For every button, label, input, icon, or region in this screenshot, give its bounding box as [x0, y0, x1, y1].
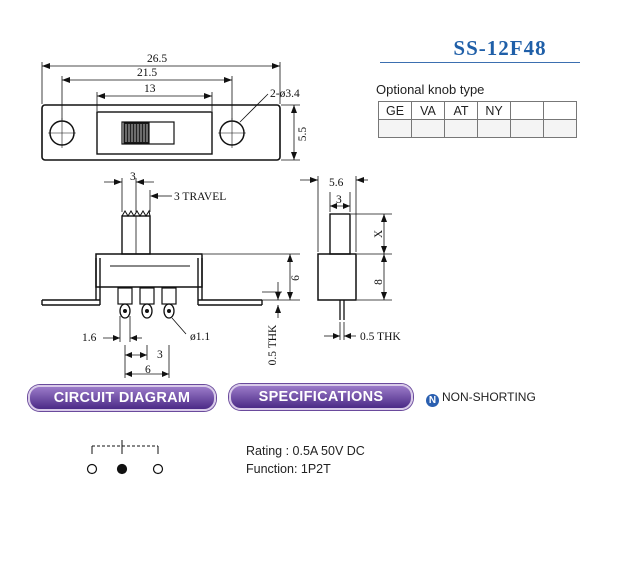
circuit-terminal — [86, 463, 98, 475]
knob-cell-empty — [543, 119, 577, 138]
knob-cell-empty — [510, 119, 544, 138]
circuit-terminals — [86, 463, 164, 475]
dim-mount-holes: 2-ø3.4 — [270, 88, 300, 100]
dim-actuator-width: 3 — [130, 171, 136, 183]
dim-overall-length: 26.5 — [147, 53, 167, 65]
knob-cell: VA — [411, 101, 445, 120]
spec-function: Function: 1P2T — [246, 462, 331, 476]
knob-cell-empty — [378, 119, 412, 138]
pin-left — [119, 303, 131, 319]
top-view-plate — [41, 104, 281, 161]
top-view-knob — [123, 122, 150, 144]
circuit-terminal — [152, 463, 164, 475]
dim-pin-pitch: 3 — [157, 349, 163, 361]
knob-cell: NY — [477, 101, 511, 120]
dim-height: 5.5 — [297, 127, 309, 142]
spec-list: Rating : 0.5A 50V DC Function: 1P2T — [246, 442, 365, 478]
title-rule — [380, 62, 580, 63]
dim-hole-pitch: 21.5 — [137, 67, 157, 79]
n-badge-icon: N — [426, 394, 439, 407]
knob-cell — [510, 101, 544, 120]
knob-type-label: Optional knob type — [376, 82, 485, 97]
front-view-body — [95, 253, 203, 288]
spec-rating: Rating : 0.5A 50V DC — [246, 444, 365, 458]
model-title: SS-12F48 — [453, 36, 547, 60]
dim-thk-side: 0.5 THK — [267, 324, 279, 365]
dim-thk-front: 0.5 THK — [360, 331, 401, 343]
dim-side-body: 8 — [373, 279, 385, 285]
pin-center — [141, 303, 153, 319]
specifications-heading: SPECIFICATIONS — [229, 384, 413, 410]
dim-pin-hole: ø1.1 — [190, 331, 210, 343]
knob-cell-empty — [444, 119, 478, 138]
knob-cell — [543, 101, 577, 120]
knob-cell-empty — [411, 119, 445, 138]
side-view-actuator — [329, 213, 351, 255]
dim-pin-span: 6 — [145, 364, 151, 376]
circuit-terminal-common — [116, 463, 128, 475]
knob-cell: GE — [378, 101, 412, 120]
non-shorting-label: NON-SHORTING — [442, 390, 536, 404]
circuit-diagram-heading: CIRCUIT DIAGRAM — [28, 385, 216, 411]
knob-type-table: GE VA AT NY — [378, 101, 577, 138]
dim-body-height: 6 — [290, 275, 302, 281]
dim-side-x: X — [373, 229, 385, 238]
knob-cell: AT — [444, 101, 478, 120]
top-view-slot — [121, 121, 175, 145]
knob-cell-empty — [477, 119, 511, 138]
dim-side-width: 5.6 — [329, 177, 344, 189]
top-view-body — [96, 111, 213, 155]
dim-travel: 3 TRAVEL — [174, 191, 226, 203]
side-view-body — [317, 253, 357, 301]
dim-pin-width: 1.6 — [82, 332, 97, 344]
dim-side-actuator: 3 — [336, 194, 342, 206]
pin-right — [163, 303, 175, 319]
dim-slot-length: 13 — [144, 83, 156, 95]
